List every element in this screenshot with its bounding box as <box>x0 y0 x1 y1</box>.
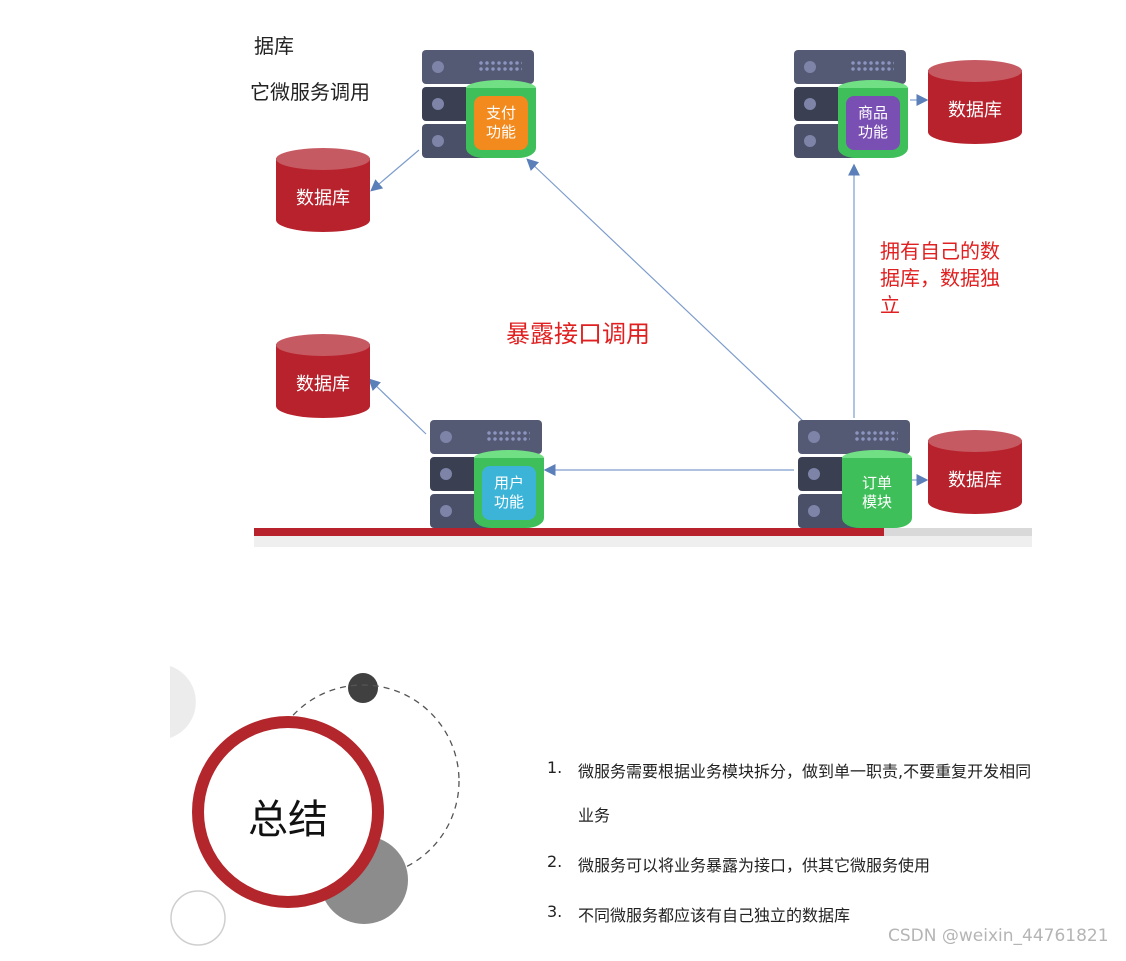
list-item-1-text: 微服务需要根据业务模块拆分，做到单一职责,不要重复开发相同 <box>578 762 1032 781</box>
progress-bar <box>254 528 884 536</box>
product-server: 商品功能 <box>794 50 912 160</box>
order-server: 订单模块 <box>798 420 916 530</box>
database-product: 数据库 <box>928 60 1022 152</box>
list-item-3-num: 3. <box>547 902 563 921</box>
product-service-tile: 商品功能 <box>846 96 900 150</box>
own-database-label: 拥有自己的数 据库，数据独 立 <box>880 239 1000 317</box>
arrow-payment-db <box>370 149 420 192</box>
list-item-3-text: 不同微服务都应该有自己独立的数据库 <box>578 906 851 925</box>
partial-gray-circle <box>170 666 196 738</box>
progress-bar-track <box>884 528 1032 536</box>
database-payment: 数据库 <box>276 148 370 240</box>
arrow-order-payment <box>526 158 805 423</box>
cut-text-line2: 它微服务调用 <box>250 80 370 104</box>
order-service-tile: 订单模块 <box>850 466 904 520</box>
list-item-1-cont: 业务 <box>578 806 611 825</box>
cut-text-line1: 据库 <box>254 34 294 58</box>
list-item-2-text: 微服务可以将业务暴露为接口，供其它微服务使用 <box>578 856 931 875</box>
user-service-tile: 用户功能 <box>482 466 536 520</box>
database-user: 数据库 <box>276 334 370 426</box>
payment-service-tile: 支付功能 <box>474 96 528 150</box>
title-ring <box>192 716 384 908</box>
user-server: 用户功能 <box>430 420 548 530</box>
list-item-2-num: 2. <box>547 852 563 871</box>
arrow-user-db <box>368 378 427 435</box>
list-item-1-num: 1. <box>547 758 563 777</box>
csdn-watermark: CSDN @weixin_44761821 <box>888 926 1109 946</box>
diagram-slide: 据库 它微服务调用 支付功能 <box>250 20 1032 547</box>
connection-arrows <box>368 94 929 486</box>
expose-interface-label: 暴露接口调用 <box>506 320 650 348</box>
small-outline-circle <box>170 890 226 946</box>
database-order: 数据库 <box>928 430 1022 522</box>
dark-dot <box>348 673 378 703</box>
summary-graphic: 总结 <box>150 650 480 957</box>
summary-circles <box>170 666 460 946</box>
summary-title: 总结 <box>248 797 328 843</box>
player-controls-strip <box>254 536 1032 547</box>
payment-server: 支付功能 <box>422 50 540 160</box>
